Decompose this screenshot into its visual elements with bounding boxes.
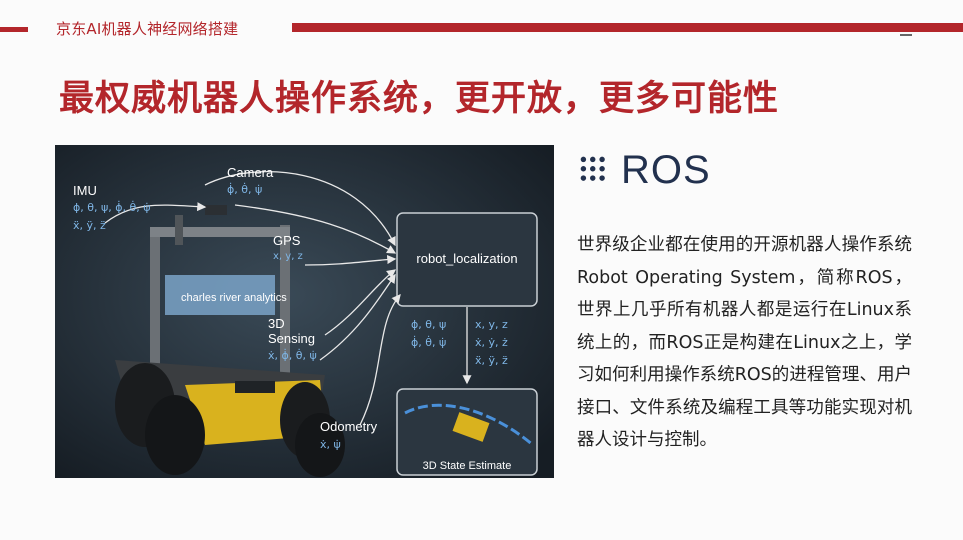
sensing-label-line2: Sensing [268,331,315,346]
gps-label: GPS [273,233,301,248]
imu-symbols-1: ɸ, θ, ψ, ɸ̇, θ̇, ψ̇ [73,200,150,214]
section-label: 京东AI机器人神经网络搭建 [56,20,239,38]
output-symbols-3: x, y, z [475,318,508,331]
slide-title: 最权威机器人操作系统，更开放，更多可能性 [59,79,780,119]
state-label: 3D State Estimate [423,460,512,472]
odometry-arrow [359,294,401,426]
camera-label: Camera [227,165,274,180]
ros-dots-icon [580,156,605,181]
localization-box [396,212,538,307]
header-bar-left [0,27,28,32]
camera-arrow [204,171,396,247]
ros-logo-text: ROS [621,148,711,192]
localization-label: robot_localization [416,251,517,266]
output-symbols-4: ẋ, ẏ, ż [475,336,508,349]
output-symbols-5: ẍ, ÿ, z̈ [475,354,508,367]
sensing-symbols: ẋ, ɸ̇, θ̇, ψ̇ [268,348,317,362]
odometry-symbols: ẋ, ψ̇ [320,438,341,451]
gps-symbols: x, y, z [273,251,303,262]
camera-symbols: ɸ̇, θ̇, ψ̇ [227,182,262,196]
imu-label: IMU [73,183,97,198]
sensing-label-line1: 3D [268,316,285,331]
page-mark [900,34,912,36]
output-symbols-2: ɸ̇, θ̇, ψ̇ [411,335,446,349]
banner-text: charles river analytics [181,292,287,304]
header-bar-right [292,23,963,32]
robot-illustration [115,205,345,477]
odometry-label: Odometry [320,419,378,434]
robot-localization-figure: charles river analytics robot_localizati… [55,145,554,478]
imu-symbols-2: ẍ, ÿ, z̈ [73,219,106,232]
imu-arrow [104,202,207,224]
gps-arrow [304,254,397,266]
ros-description: 世界级企业都在使用的开源机器人操作系统Robot Operating Syste… [577,235,912,450]
output-symbols-1: ɸ, θ, ψ [411,318,446,331]
